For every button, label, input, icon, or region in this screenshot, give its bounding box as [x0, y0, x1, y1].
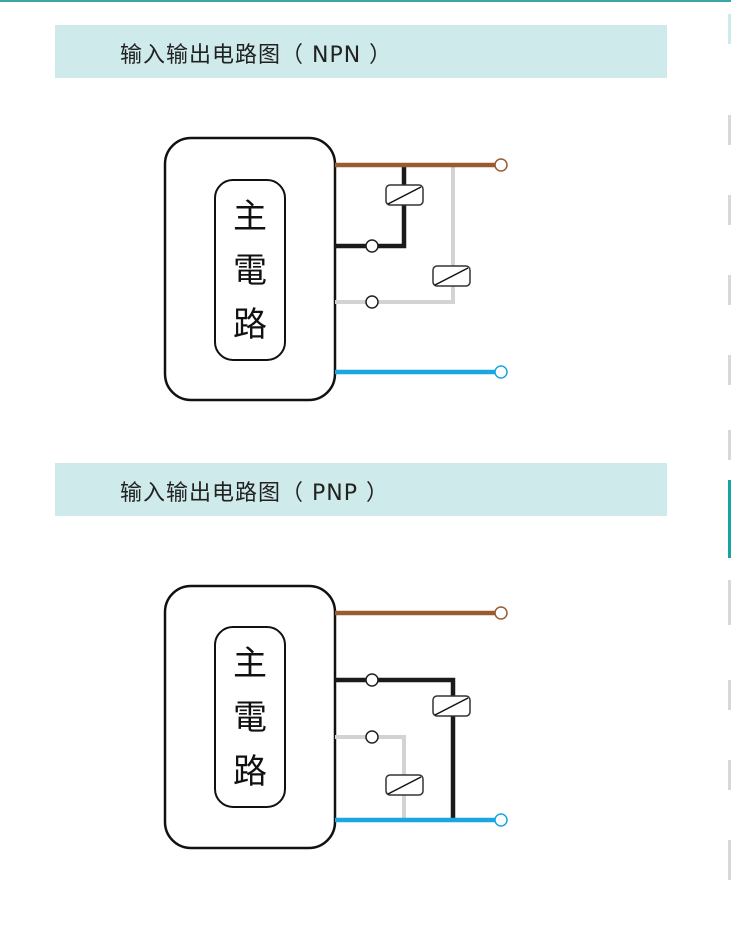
terminal-icon — [365, 239, 379, 253]
side-tab[interactable] — [728, 680, 731, 710]
terminal-icon — [365, 673, 379, 687]
side-tab[interactable] — [728, 14, 731, 44]
terminal-icon — [365, 295, 379, 309]
terminal-icon — [494, 158, 508, 172]
side-tab[interactable] — [728, 430, 731, 460]
npn-diagram: 主 電 路 — [163, 136, 508, 402]
label-char: 電 — [233, 698, 267, 738]
label-char: 主 — [233, 644, 267, 684]
load-relay-icon — [385, 774, 424, 796]
main-circuit-label-frame — [214, 626, 286, 808]
side-tab[interactable] — [728, 115, 731, 145]
terminal-icon — [365, 730, 379, 744]
side-tab[interactable] — [728, 580, 731, 625]
terminal-icon — [494, 813, 508, 827]
npn-section-header: 输入输出电路图（ NPN ） — [55, 25, 667, 78]
terminal-icon — [494, 365, 508, 379]
label-char: 主 — [233, 197, 267, 237]
top-border — [0, 0, 731, 2]
pnp-section-header: 输入输出电路图（ PNP ） — [55, 463, 667, 516]
pnp-section-title: 输入输出电路图（ PNP ） — [120, 481, 389, 506]
load-relay-icon — [432, 695, 471, 717]
load-relay-icon — [385, 184, 424, 206]
main-circuit-label-frame — [214, 179, 286, 361]
side-tab-active[interactable] — [728, 480, 731, 558]
label-char: 路 — [233, 752, 267, 792]
side-tab[interactable] — [728, 195, 731, 225]
side-tab[interactable] — [728, 840, 731, 880]
label-char: 路 — [233, 305, 267, 345]
side-tab[interactable] — [728, 355, 731, 385]
terminal-icon — [494, 606, 508, 620]
label-char: 電 — [233, 251, 267, 291]
npn-section-title: 输入输出电路图（ NPN ） — [120, 43, 393, 68]
side-tab[interactable] — [728, 760, 731, 790]
side-tab[interactable] — [728, 275, 731, 305]
pnp-diagram: 主 電 路 — [163, 584, 508, 850]
load-relay-icon — [432, 265, 471, 287]
